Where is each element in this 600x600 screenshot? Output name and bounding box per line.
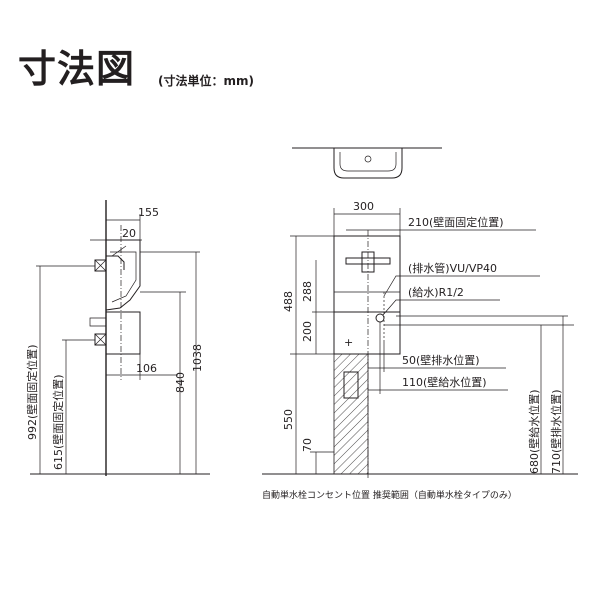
label-wall-drain-height: 710(壁排水位置) <box>549 389 563 474</box>
dim-992: 992(壁面固定位置) <box>25 344 39 440</box>
label-wall-fix-width: 210(壁面固定位置) <box>408 215 504 229</box>
side-view: 155 20 106 840 1038 992(壁面固定位置) 615(壁面固定… <box>25 200 210 476</box>
side-drain-trap <box>89 317 107 327</box>
dim-840: 840 <box>174 372 187 393</box>
leader-drain-pipe <box>383 275 540 297</box>
label-wall-supply-pos: 110(壁給水位置) <box>402 375 487 389</box>
top-view <box>292 147 442 179</box>
front-supply-circle <box>375 313 385 323</box>
top-drain-hole <box>364 155 372 163</box>
label-wall-supply-height: 680(壁給水位置) <box>527 389 541 474</box>
dim-70: 70 <box>301 438 314 452</box>
leader-supply <box>382 299 500 316</box>
dim-106: 106 <box>136 362 157 375</box>
label-water-supply: (給水)R1/2 <box>408 285 464 299</box>
front-view: + 300 210(壁面固定位置) 488 288 200 550 70 (排水… <box>262 200 578 501</box>
dim-615: 615(壁面固定位置) <box>51 374 65 470</box>
side-basin-inner <box>110 251 137 303</box>
label-drain-pipe: (排水管)VU/VP40 <box>408 261 497 275</box>
outlet-plus-mark: + <box>344 336 353 349</box>
label-wall-drain-pos: 50(壁排水位置) <box>402 353 480 367</box>
dim-155: 155 <box>138 206 159 219</box>
dim-300: 300 <box>353 200 374 213</box>
side-fix-mark-lower <box>94 333 107 346</box>
page-title: 寸法図 <box>18 47 136 91</box>
side-cabinet <box>106 311 141 355</box>
unit-note: (寸法単位：mm) <box>158 74 254 88</box>
dim-488: 488 <box>282 291 295 312</box>
outlet-box <box>343 371 359 399</box>
dim-20: 20 <box>122 227 136 240</box>
caption-outlet-range: 自動単水栓コンセント位置 推奨範囲（自動単水栓タイプのみ） <box>262 489 517 501</box>
outlet-range-hatch <box>333 353 369 475</box>
top-basin-outline <box>333 148 403 179</box>
top-basin-inner <box>339 152 397 172</box>
dim-1038: 1038 <box>191 344 204 372</box>
dim-288: 288 <box>301 281 314 302</box>
dim-550: 550 <box>282 409 295 430</box>
side-fix-mark-upper <box>94 259 107 272</box>
side-basin <box>105 239 141 311</box>
side-fix-cross-upper <box>94 259 107 272</box>
side-faucet-arm <box>111 245 127 257</box>
dim-200: 200 <box>301 321 314 342</box>
side-fix-cross-lower <box>94 333 107 346</box>
